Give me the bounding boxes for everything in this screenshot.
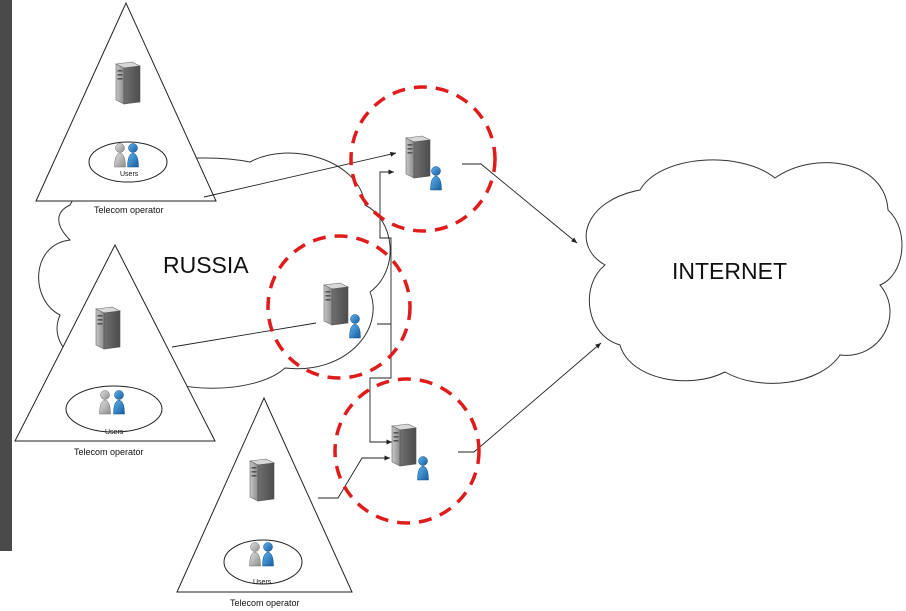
operator-1-users-label: Users <box>120 171 139 178</box>
operator-1-server-icon <box>115 61 141 105</box>
operator-2-users-label: Users <box>105 429 124 436</box>
operator-2-server-icon <box>95 306 121 350</box>
link-gateway-top-internet <box>462 163 578 244</box>
gateway-middle-highlight-circle <box>266 234 412 380</box>
operator-3-users-label: Users <box>253 579 272 586</box>
gateway-top-icon <box>405 135 442 191</box>
gateway-bottom-highlight-circle <box>333 377 481 525</box>
link-operator2-gateway-middle <box>171 322 317 348</box>
internet-cloud <box>585 159 903 384</box>
operator-3-server-icon <box>249 458 275 502</box>
gateway-top-highlight-circle <box>349 85 497 233</box>
operator-2-label: Telecom operator <box>74 447 144 457</box>
russia-label: RUSSIA <box>163 252 249 278</box>
left-dark-strip <box>0 0 12 551</box>
connection-lines <box>171 151 602 499</box>
link-operator3-gateway-bottom <box>318 455 390 499</box>
gateway-bottom-icon <box>391 423 429 481</box>
link-gateway-middle-bus-up <box>379 169 394 324</box>
internet-label: INTERNET <box>672 258 787 284</box>
link-gateway-bottom-internet <box>458 342 602 453</box>
operator-1-label: Telecom operator <box>94 205 164 215</box>
link-operator1-gateway-top <box>203 151 397 198</box>
link-gateway-middle-bus <box>369 323 392 445</box>
operator-3-label: Telecom operator <box>230 598 300 608</box>
